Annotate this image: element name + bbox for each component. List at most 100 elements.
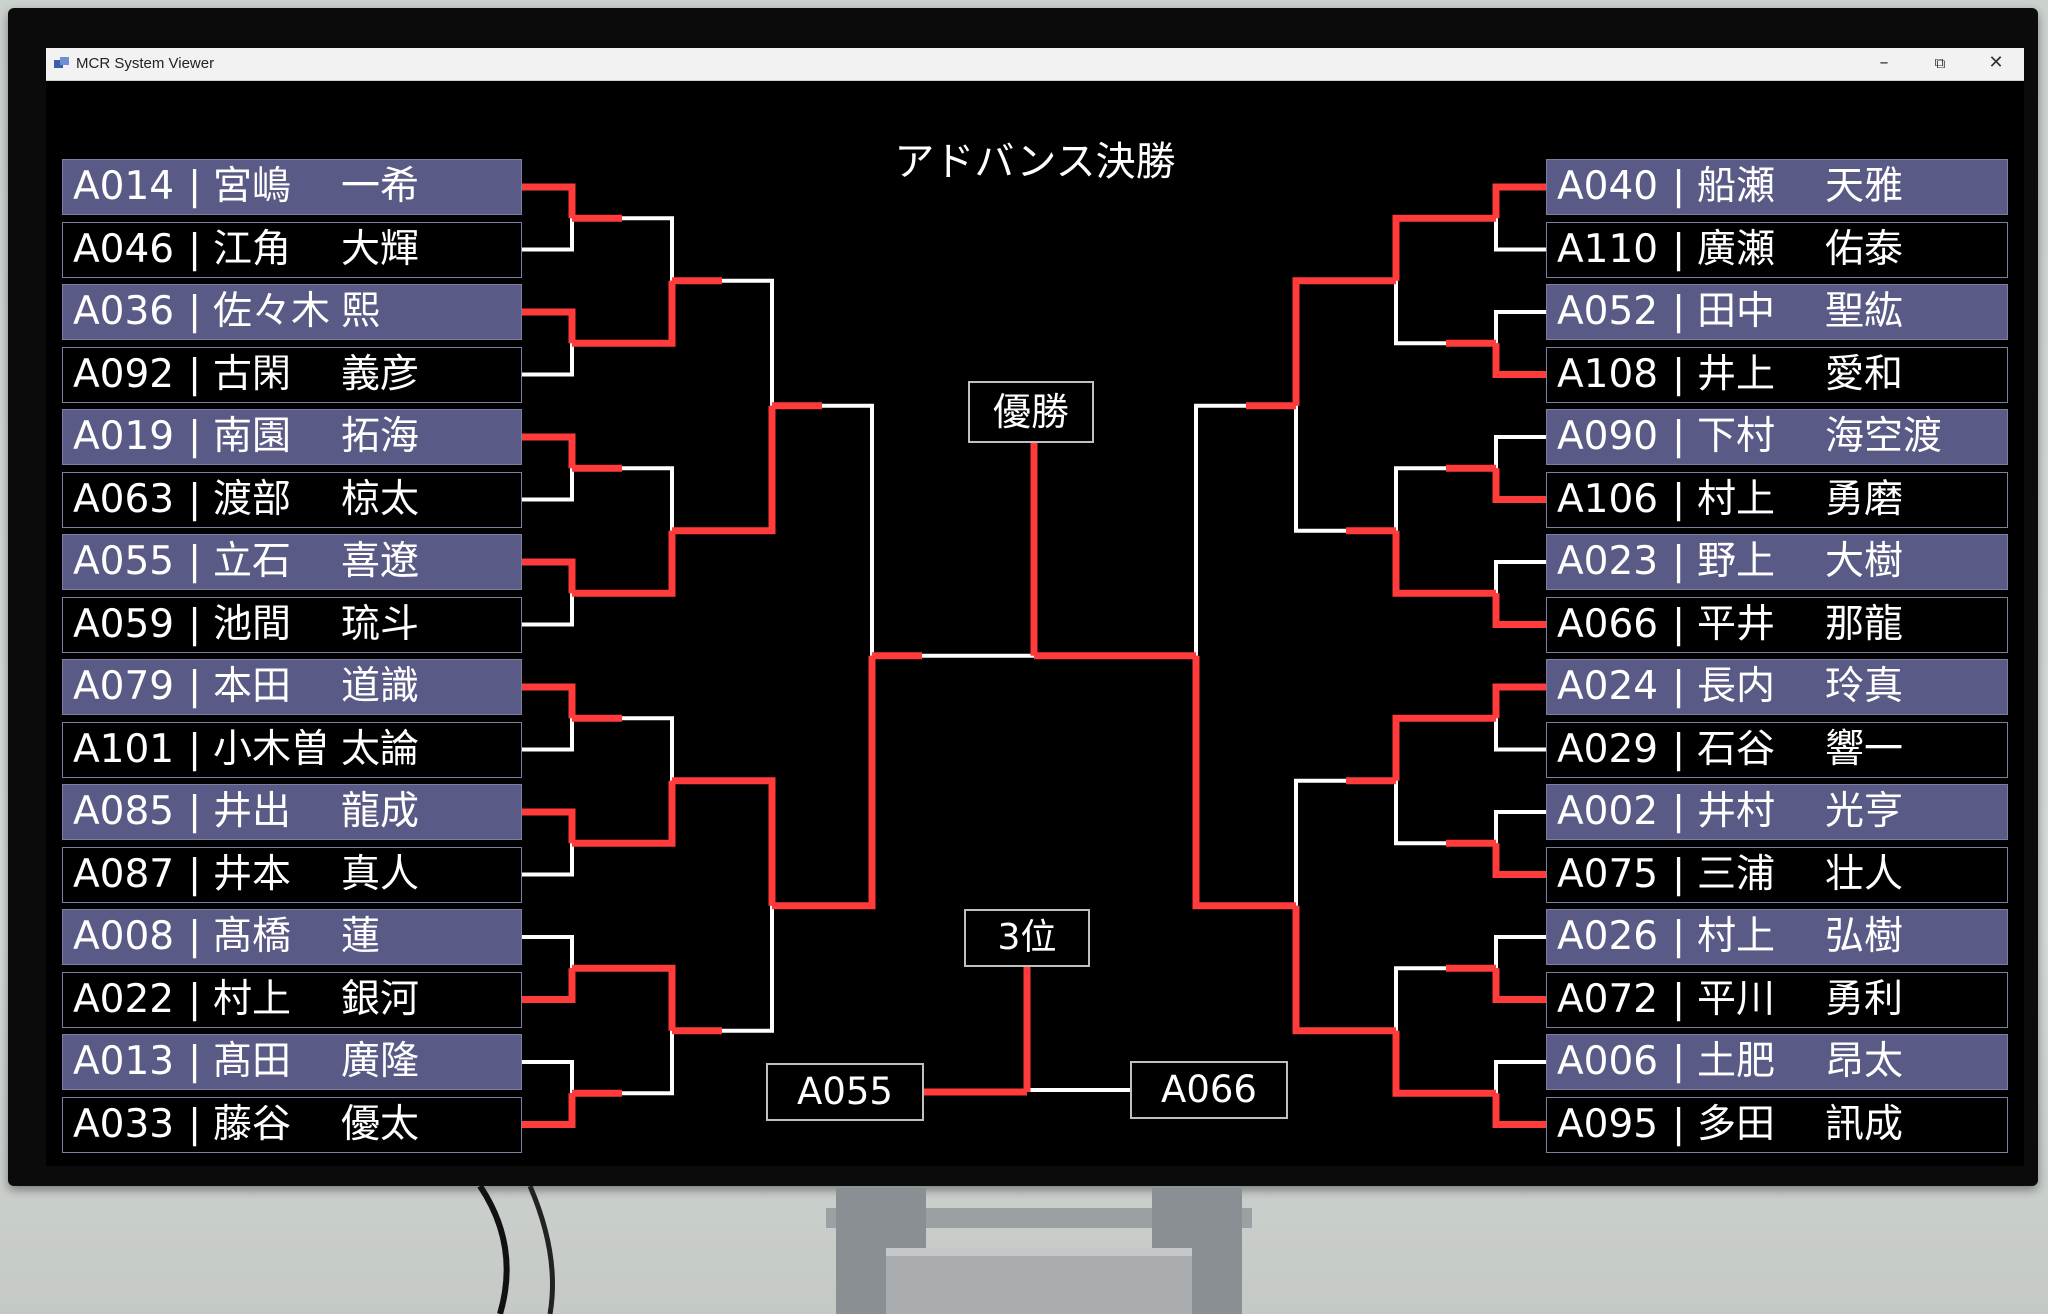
- bracket-line: [1494, 310, 1546, 344]
- entry-code: A063: [73, 476, 175, 522]
- left-entry-a033: A033|藤谷優太: [62, 1096, 522, 1153]
- entry-code: A087: [73, 851, 175, 897]
- entry-code: A101: [73, 726, 175, 772]
- entry-family: 平井: [1697, 601, 1776, 647]
- entry-given: 那龍: [1825, 601, 1904, 647]
- app-icon: [54, 57, 69, 68]
- entry-family: 村上: [1697, 914, 1776, 959]
- bracket-line: [622, 716, 674, 781]
- bracket-line: [1194, 403, 1246, 656]
- entry-sep: |: [188, 914, 202, 959]
- right-entry-a002: A002|井村光亨: [1546, 784, 2008, 840]
- entry-given: 大樹: [1825, 539, 1904, 584]
- entry-code: A072: [1557, 976, 1659, 1022]
- entry-family: 船瀬: [1697, 164, 1776, 209]
- left-entry-a019: A019 |南園 拓海: [62, 409, 522, 465]
- entry-family: 廣瀬: [1697, 226, 1776, 272]
- entry-given: 廣隆: [341, 1039, 420, 1084]
- entry-sep: |: [1672, 414, 1686, 459]
- left-entry-a022: A022|村上銀河: [62, 971, 522, 1028]
- winner-line: [522, 558, 576, 594]
- entry-family: 南園: [213, 414, 292, 459]
- entry-given: 拓海: [341, 414, 420, 459]
- right-entry-a066: A066|平井那龍: [1546, 596, 2008, 653]
- entry-family: 髙橋: [213, 914, 292, 959]
- bracket-line: [1494, 560, 1546, 594]
- winner-line: [1392, 1030, 1446, 1097]
- entry-code: A023: [1557, 539, 1659, 584]
- left-entry-a046: A046|江角大輝: [62, 221, 522, 278]
- entry-sep: |: [188, 976, 202, 1022]
- winner-line: [522, 183, 576, 219]
- entry-sep: |: [188, 414, 202, 459]
- entry-given: 熙: [341, 289, 381, 334]
- left-entry-a055: A055|立石喜遼: [62, 534, 522, 590]
- entry-family: 立石: [213, 539, 292, 584]
- right-entry-a006: A006|土肥昂太: [1546, 1034, 2008, 1090]
- winner-line: [1492, 183, 1546, 219]
- entry-sep: |: [188, 289, 202, 334]
- bracket-line: [1394, 466, 1446, 531]
- entry-sep: |: [1672, 1101, 1686, 1147]
- entry-sep: |: [188, 851, 202, 897]
- monitor-stand: [826, 1188, 1252, 1314]
- left-entry-a085: A085|井出龍成: [62, 784, 522, 840]
- winner-line: [1492, 683, 1546, 719]
- entry-sep: |: [1672, 851, 1686, 897]
- third-place-label: 3位: [964, 909, 1090, 967]
- entry-code: A095: [1557, 1101, 1659, 1147]
- app-window: MCR System Viewer – ⧉ ✕ アドバンス決勝 優勝 3位 A0…: [46, 48, 2024, 1166]
- bracket-line: [622, 216, 674, 281]
- winner-line: [722, 405, 776, 535]
- entry-family: 多田: [1697, 1101, 1776, 1147]
- right-entry-a075: A075|三浦壮人: [1546, 846, 2008, 903]
- entry-family: 江角: [213, 226, 292, 272]
- entry-given: 響一: [1825, 726, 1904, 772]
- champion-label: 優勝: [968, 381, 1094, 443]
- minimize-button[interactable]: –: [1879, 52, 1889, 73]
- entry-sep: |: [1672, 226, 1686, 272]
- entry-given: 喜遼: [341, 539, 420, 584]
- entry-given: 椋太: [341, 476, 420, 522]
- entry-code: A085: [73, 789, 175, 834]
- entry-code: A106: [1557, 476, 1659, 522]
- bracket-line: [1494, 1060, 1546, 1094]
- entry-given: 道識: [341, 664, 420, 709]
- winner-line: [1492, 343, 1546, 378]
- third-place-left-finalist: A055: [766, 1063, 924, 1121]
- left-entry-a101: A101|小木曽太論: [62, 721, 522, 778]
- entry-family: 野上: [1697, 539, 1776, 584]
- entry-given: 大輝: [341, 226, 420, 272]
- winner-line: [522, 968, 576, 1003]
- entry-sep: |: [1672, 726, 1686, 772]
- entry-code: A014: [73, 164, 175, 209]
- entry-family: 井村: [1697, 789, 1776, 834]
- entry-code: A090: [1557, 414, 1659, 459]
- left-entry-a063: A063|渡部椋太: [62, 471, 522, 528]
- right-entry-a106: A106|村上勇磨: [1546, 471, 2008, 528]
- third-place-right-finalist: A066: [1130, 1061, 1288, 1119]
- entry-family: 村上: [213, 976, 292, 1022]
- bracket-line: [622, 1030, 674, 1096]
- window-title: MCR System Viewer: [76, 55, 215, 72]
- bracket-line: [1494, 435, 1546, 469]
- winner-line: [622, 964, 676, 1031]
- bracket-line: [522, 343, 574, 377]
- title-bar[interactable]: MCR System Viewer – ⧉ ✕: [46, 48, 2024, 81]
- bracket-line: [1394, 280, 1446, 346]
- entry-family: 土肥: [1697, 1039, 1776, 1084]
- entry-given: 優太: [341, 1101, 420, 1147]
- entry-given: 玲真: [1825, 664, 1904, 709]
- entry-sep: |: [1672, 476, 1686, 522]
- entry-code: A019: [73, 414, 175, 459]
- entry-sep: |: [1672, 164, 1686, 209]
- entry-code: A022: [73, 976, 175, 1022]
- left-entry-a079: A079|本田道識: [62, 659, 522, 715]
- winner-line: [522, 308, 576, 344]
- close-button[interactable]: ✕: [1988, 52, 2004, 73]
- bracket-lines: [522, 183, 1546, 1128]
- bracket-line: [1494, 718, 1546, 752]
- left-entry-a059: A059|池間琉斗: [62, 596, 522, 653]
- maximize-button[interactable]: ⧉: [1934, 54, 1946, 72]
